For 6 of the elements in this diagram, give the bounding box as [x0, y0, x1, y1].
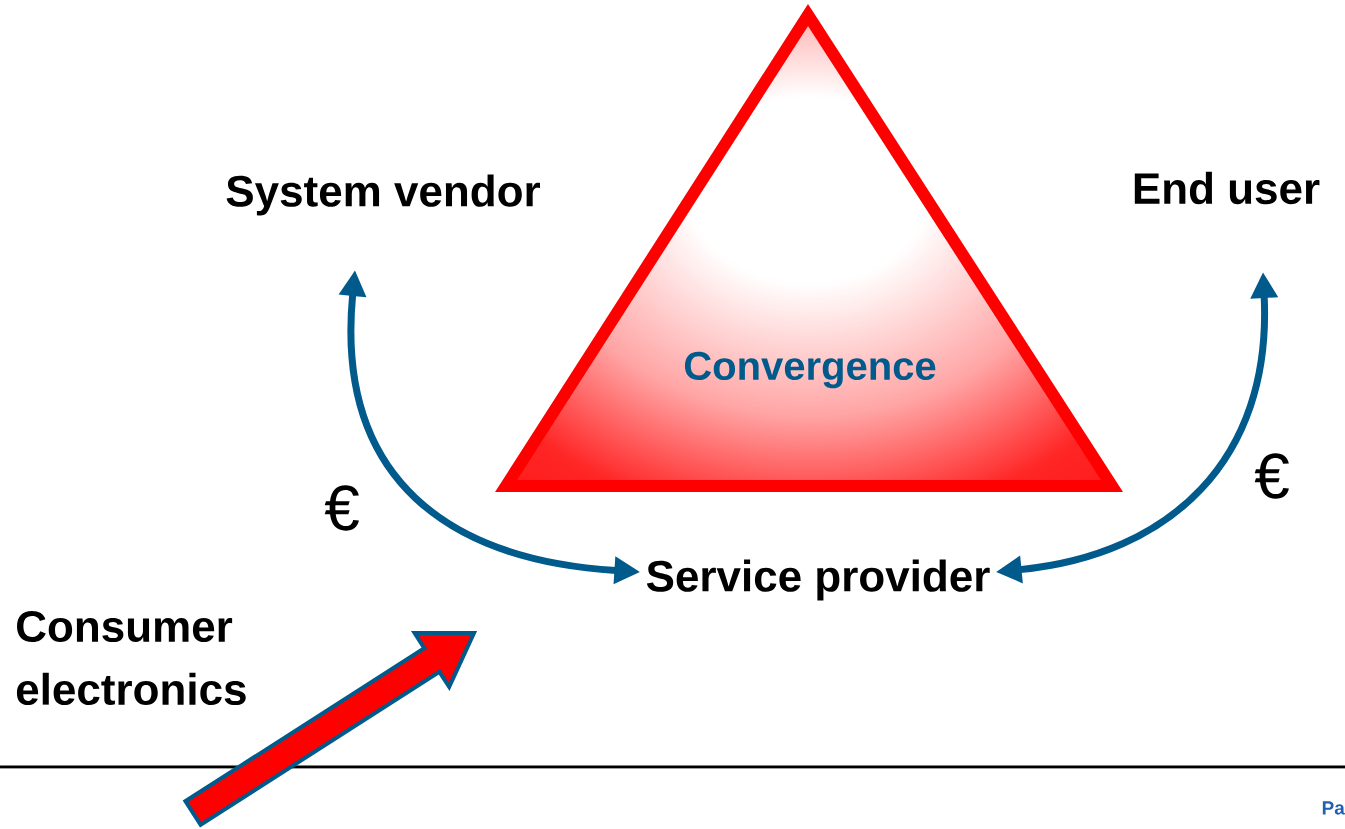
- node-label: End user: [1134, 171, 1320, 205]
- edge-label: €: [323, 484, 361, 532]
- node-label: Service provider: [646, 559, 990, 601]
- node-label: Consumer electronics: [16, 610, 246, 706]
- edge-label: €: [1253, 452, 1291, 500]
- footer-text: Pa: [1322, 801, 1345, 815]
